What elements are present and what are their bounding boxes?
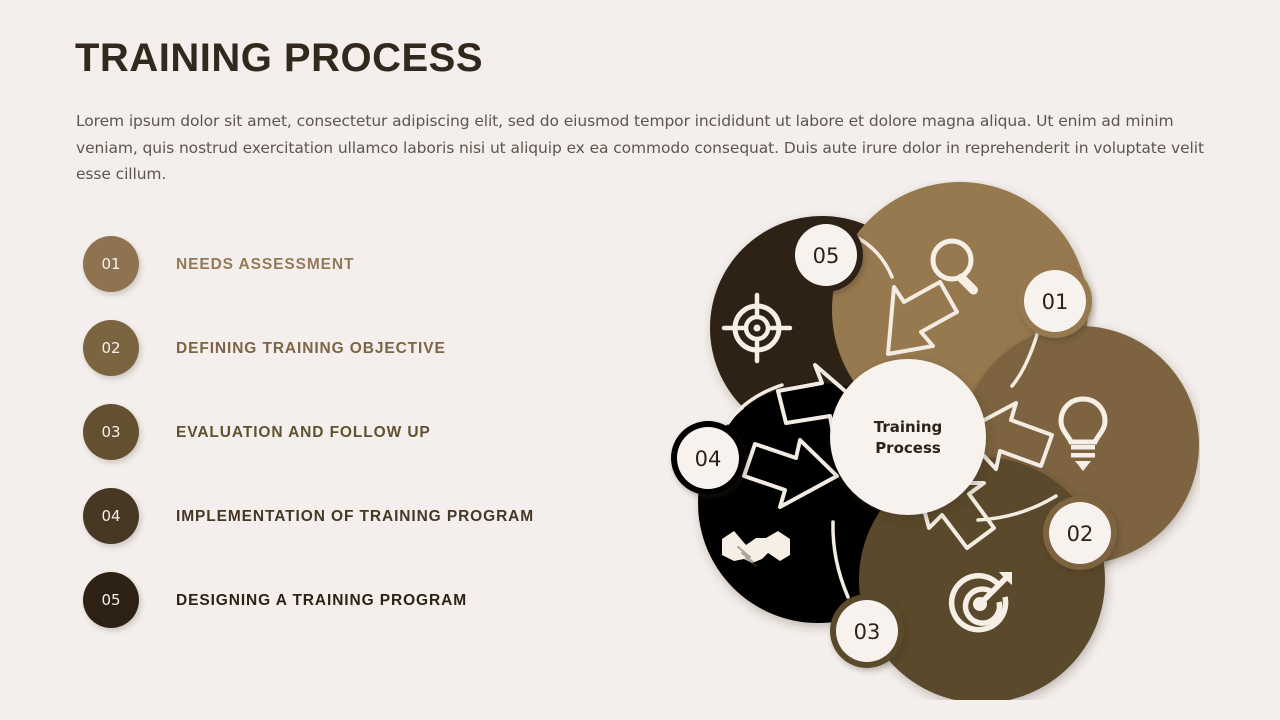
step-number-badge: 04	[83, 488, 139, 544]
arrow-to-petal-01	[886, 280, 959, 356]
arrow-to-petal-03	[915, 481, 996, 550]
center-hub[interactable]	[830, 359, 986, 515]
petal-03[interactable]	[859, 457, 1105, 703]
step-number-badge: 05	[83, 572, 139, 628]
step-number-badge: 03	[83, 404, 139, 460]
diagram-badge-label: 03	[854, 620, 881, 644]
search-icon	[930, 238, 979, 295]
center-title-line1: Training	[874, 418, 942, 436]
lightbulb-icon	[1058, 396, 1108, 471]
step-number-badge: 02	[83, 320, 139, 376]
process-diagram: Training Process 05 01 02 03	[640, 180, 1200, 703]
list-item[interactable]: 03 EVALUATION AND FOLLOW UP	[83, 404, 603, 488]
arrow-to-petal-04	[742, 438, 839, 509]
crosshair-icon	[721, 292, 793, 364]
list-item[interactable]: 02 DEFINING TRAINING OBJECTIVE	[83, 320, 603, 404]
list-item[interactable]: 05 DESIGNING A TRAINING PROGRAM	[83, 572, 603, 656]
connector-arc-02	[976, 494, 1058, 522]
handshake-icon	[722, 531, 790, 567]
list-item[interactable]: 01 NEEDS ASSESSMENT	[83, 236, 603, 320]
step-label: DEFINING TRAINING OBJECTIVE	[176, 340, 446, 357]
diagram-badge-01[interactable]: 01	[1018, 264, 1092, 338]
diagram-badge-label: 05	[813, 244, 840, 268]
diagram-badge-04[interactable]: 04	[671, 421, 745, 495]
target-arrow-icon	[948, 572, 1012, 633]
diagram-badge-03[interactable]: 03	[830, 594, 904, 668]
diagram-badge-05[interactable]: 05	[789, 218, 863, 292]
steps-list: 01 NEEDS ASSESSMENT 02 DEFINING TRAINING…	[83, 236, 603, 656]
step-label: DESIGNING A TRAINING PROGRAM	[176, 592, 468, 609]
page-title: TRAINING PROCESS	[75, 36, 484, 80]
diagram-badge-label: 01	[1042, 290, 1069, 314]
step-label: NEEDS ASSESSMENT	[176, 256, 355, 273]
step-label: EVALUATION AND FOLLOW UP	[176, 424, 431, 441]
arrow-to-petal-02	[960, 401, 1054, 471]
page-description: Lorem ipsum dolor sit amet, consectetur …	[76, 112, 1204, 184]
center-title-line2: Process	[875, 439, 941, 457]
step-label: IMPLEMENTATION OF TRAINING PROGRAM	[176, 508, 535, 525]
list-item[interactable]: 04 IMPLEMENTATION OF TRAINING PROGRAM	[83, 488, 603, 572]
diagram-badge-02[interactable]: 02	[1043, 496, 1117, 570]
connector-arc-03	[831, 520, 850, 599]
diagram-badge-label: 02	[1067, 522, 1094, 546]
diagram-badge-label: 04	[695, 447, 722, 471]
step-number-badge: 01	[83, 236, 139, 292]
connector-arc-04	[726, 383, 784, 425]
